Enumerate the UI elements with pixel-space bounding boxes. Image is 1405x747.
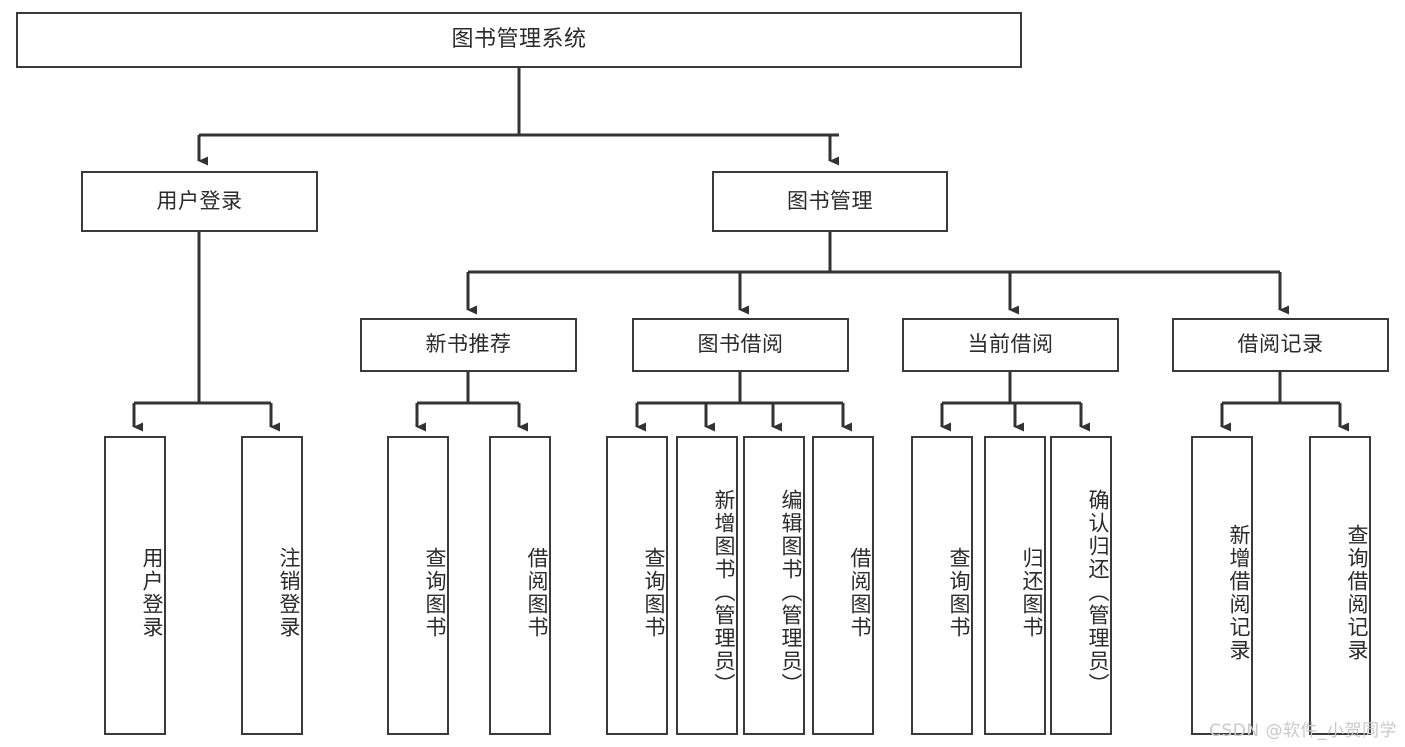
leaf-borrow-borrow-book[interactable]: 借阅图书 — [812, 436, 874, 735]
node-label: 借阅记录 — [1237, 332, 1324, 357]
node-book-borrow[interactable]: 图书借阅 — [632, 318, 849, 372]
node-label: 图书管理系统 — [451, 26, 587, 52]
leaf-current-confirm-return-admin[interactable]: 确认归还（管理员） — [1050, 436, 1112, 735]
node-label: 借阅图书 — [525, 546, 549, 639]
node-label: 新书推荐 — [425, 332, 512, 357]
node-book-management[interactable]: 图书管理 — [712, 171, 948, 232]
leaf-record-add[interactable]: 新增借阅记录 — [1191, 436, 1253, 735]
node-label: 新增借阅记录 — [1227, 523, 1251, 662]
node-current-borrow[interactable]: 当前借阅 — [902, 318, 1119, 372]
node-root-system[interactable]: 图书管理系统 — [16, 12, 1022, 68]
node-label: 图书管理 — [787, 188, 873, 213]
leaf-user-login-logout[interactable]: 注销登录 — [241, 436, 303, 735]
leaf-record-query[interactable]: 查询借阅记录 — [1309, 436, 1371, 735]
leaf-current-query[interactable]: 查询图书 — [911, 436, 973, 735]
node-label: 确认归还（管理员） — [1086, 489, 1110, 696]
node-label: 新增图书（管理员） — [712, 489, 736, 696]
node-label: 编辑图书（管理员） — [779, 489, 803, 696]
node-label: 注销登录 — [277, 546, 301, 639]
node-label: 用户登录 — [140, 546, 164, 639]
leaf-borrow-edit-book-admin[interactable]: 编辑图书（管理员） — [743, 436, 805, 735]
node-label: 图书借阅 — [697, 332, 784, 357]
node-borrow-record[interactable]: 借阅记录 — [1172, 318, 1389, 372]
leaf-new-book-query[interactable]: 查询图书 — [387, 436, 449, 735]
leaf-new-book-borrow[interactable]: 借阅图书 — [489, 436, 551, 735]
node-label: 当前借阅 — [967, 332, 1054, 357]
node-label: 查询图书 — [423, 546, 447, 639]
node-new-book-recommend[interactable]: 新书推荐 — [360, 318, 577, 372]
node-label: 用户登录 — [156, 188, 243, 213]
node-user-login[interactable]: 用户登录 — [81, 171, 318, 232]
node-label: 归还图书 — [1020, 546, 1044, 639]
node-label: 查询借阅记录 — [1345, 523, 1369, 662]
node-label: 借阅图书 — [848, 546, 872, 639]
leaf-current-return[interactable]: 归还图书 — [984, 436, 1046, 735]
watermark-text: CSDN @软件_小贺同学 — [1209, 721, 1397, 741]
node-label: 查询图书 — [947, 546, 971, 639]
leaf-user-login-login[interactable]: 用户登录 — [104, 436, 166, 735]
leaf-borrow-add-book-admin[interactable]: 新增图书（管理员） — [676, 436, 738, 735]
leaf-borrow-query[interactable]: 查询图书 — [606, 436, 668, 735]
node-label: 查询图书 — [642, 546, 666, 639]
